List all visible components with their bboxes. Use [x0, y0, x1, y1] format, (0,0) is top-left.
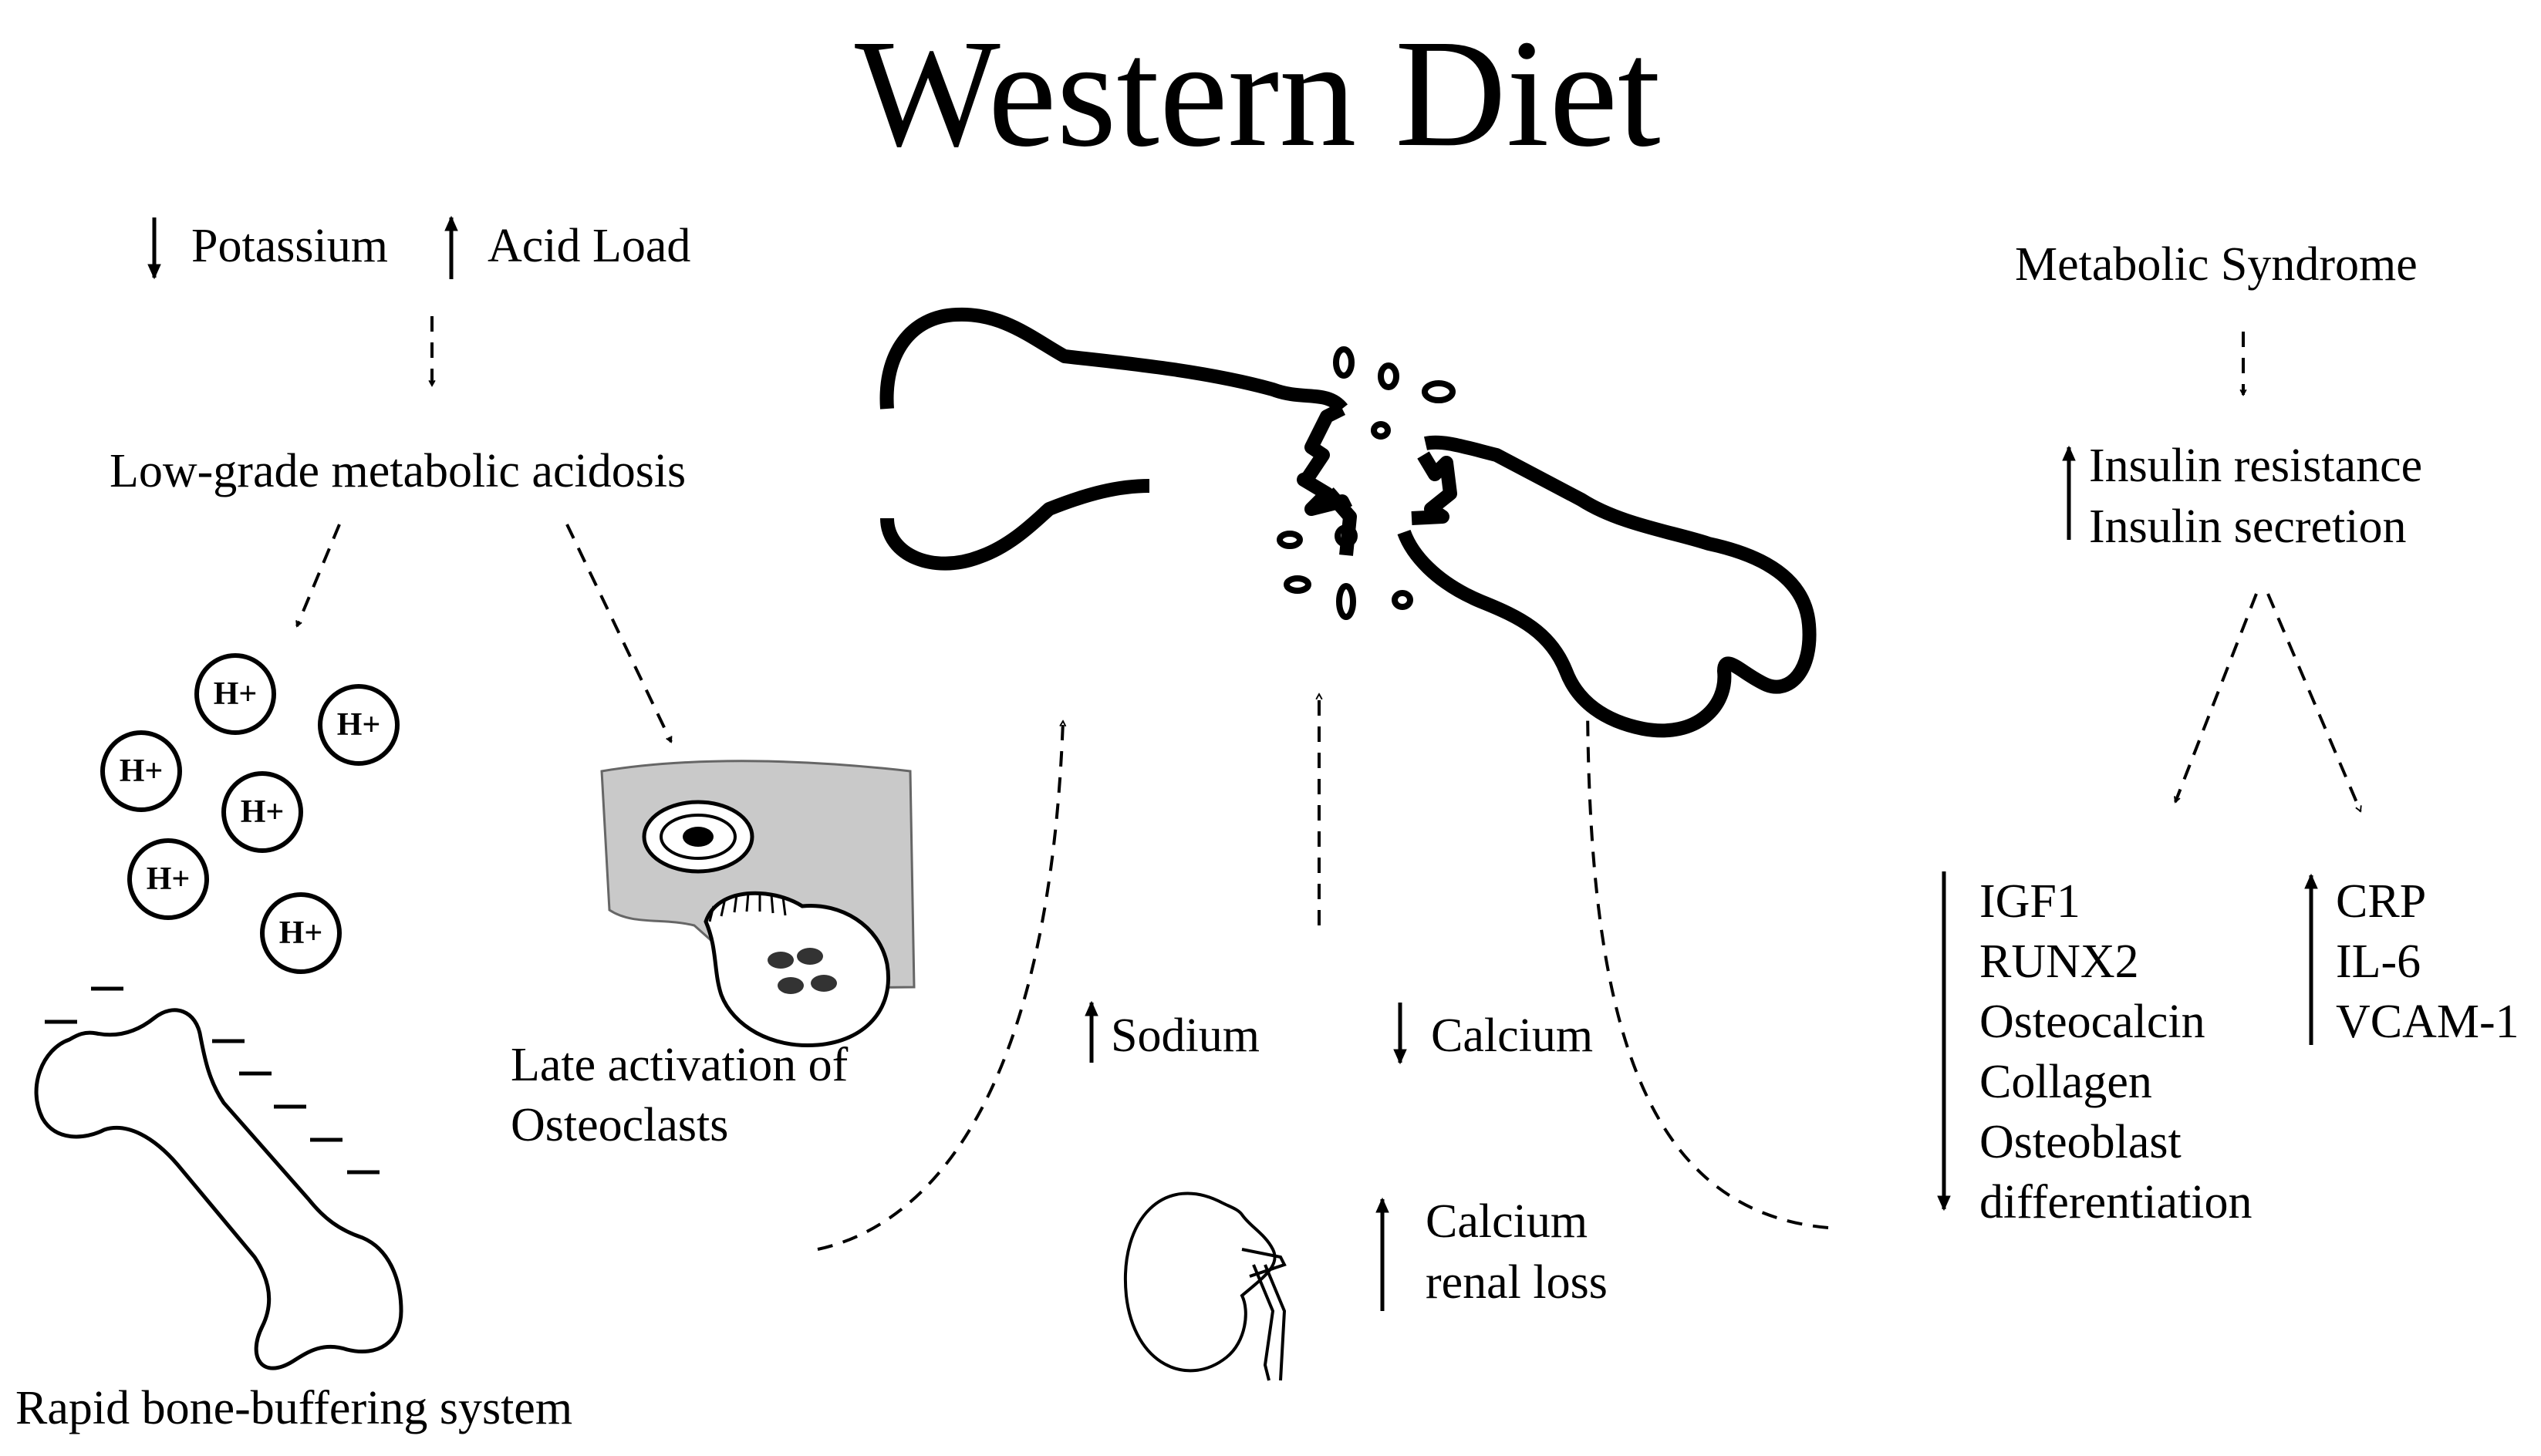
decreased-markers-list: IGF1 RUNX2 Osteocalcin Collagen Osteobla…	[1979, 871, 2252, 1232]
marker-collagen: Collagen	[1979, 1056, 2152, 1108]
osteoclast-label-line2: Osteoclasts	[511, 1099, 729, 1151]
osteoclast-icon	[600, 760, 916, 1048]
sodium-label: Sodium	[1111, 1009, 1260, 1062]
metabolic-syndrome-label: Metabolic Syndrome	[2015, 238, 2418, 291]
proton-icon	[221, 771, 303, 853]
marker-crp: CRP	[2336, 875, 2427, 928]
proton-cluster	[100, 653, 400, 974]
proton-icon	[194, 653, 276, 735]
proton-label: H+	[120, 753, 164, 789]
insulin-secretion-label: Insulin secretion	[2089, 501, 2407, 553]
marker-runx2: RUNX2	[1979, 935, 2139, 988]
proton-label: H+	[337, 707, 381, 743]
dashed-curve-left	[817, 721, 1063, 1251]
proton-icon	[318, 684, 400, 766]
dashed-arrow-to-increased	[2266, 593, 2362, 811]
marker-differentiation: differentiation	[1979, 1176, 2252, 1228]
buffering-label: Rapid bone-buffering system	[15, 1382, 573, 1434]
marker-vcam1: VCAM-1	[2336, 996, 2519, 1048]
dashed-arrow-to-osteoclast	[565, 524, 673, 742]
osteoclast-label-line1: Late activation of	[511, 1039, 849, 1091]
diagram-title: Western Diet	[855, 8, 1661, 179]
proton-icon	[127, 838, 209, 920]
renal-loss-line1: Calcium	[1426, 1195, 1588, 1248]
insulin-resistance-label: Insulin resistance	[2089, 440, 2423, 492]
potassium-label: Potassium	[191, 220, 388, 272]
marker-il6: IL-6	[2336, 935, 2421, 988]
renal-loss-line2: renal loss	[1426, 1256, 1608, 1309]
bone-icon	[34, 1008, 403, 1370]
proton-label: H+	[241, 794, 285, 830]
fractured-bone-icon	[879, 307, 1817, 738]
increased-markers-list: CRP IL-6 VCAM-1	[2336, 871, 2519, 1052]
negative-charges	[45, 986, 380, 1175]
dashed-arrow-to-protons	[295, 524, 341, 626]
marker-osteoblast: Osteoblast	[1979, 1116, 2182, 1168]
proton-label: H+	[147, 861, 191, 897]
dashed-arrow-to-decreased	[2175, 593, 2258, 802]
proton-icon	[100, 730, 182, 812]
marker-osteocalcin: Osteocalcin	[1979, 996, 2205, 1048]
proton-icon	[260, 892, 342, 974]
bone-fragments	[1277, 346, 1456, 620]
acidosis-label: Low-grade metabolic acidosis	[110, 445, 687, 497]
proton-label: H+	[214, 676, 258, 712]
acid-load-label: Acid Load	[488, 220, 691, 272]
dashed-curve-right	[1588, 703, 1829, 1229]
kidney-icon	[1123, 1191, 1287, 1381]
calcium-label: Calcium	[1431, 1009, 1594, 1062]
proton-label: H+	[279, 915, 323, 951]
marker-igf1: IGF1	[1979, 875, 2080, 928]
